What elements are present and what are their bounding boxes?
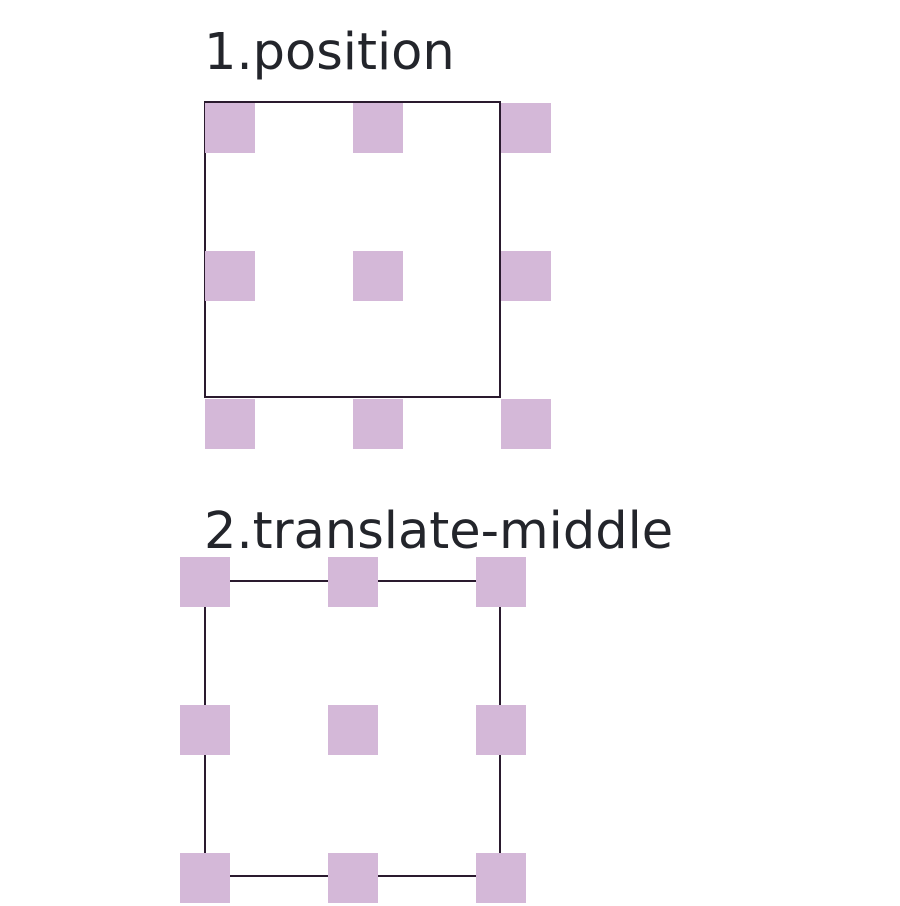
- translate-handle-top-right: [476, 557, 526, 607]
- position-handle-top-left: [205, 103, 255, 153]
- position-handle-bottom-center: [353, 399, 403, 449]
- translate-handle-bottom-center: [328, 853, 378, 903]
- position-handle-top-right: [501, 103, 551, 153]
- position-handle-bottom-left: [205, 399, 255, 449]
- position-handle-bottom-right: [501, 399, 551, 449]
- translate-handle-bottom-left: [180, 853, 230, 903]
- position-handle-middle-left: [205, 251, 255, 301]
- position-handle-middle-right: [501, 251, 551, 301]
- translate-handle-middle-right: [476, 705, 526, 755]
- translate-handle-middle-left: [180, 705, 230, 755]
- section-title-translate-middle: 2.translate-middle: [204, 502, 674, 561]
- translate-handle-bottom-right: [476, 853, 526, 903]
- translate-handle-center: [328, 705, 378, 755]
- section-title-position: 1.position: [204, 23, 455, 82]
- translate-handle-top-left: [180, 557, 230, 607]
- position-handle-top-center: [353, 103, 403, 153]
- position-frame: [204, 101, 501, 398]
- position-handle-center: [353, 251, 403, 301]
- translate-handle-top-center: [328, 557, 378, 607]
